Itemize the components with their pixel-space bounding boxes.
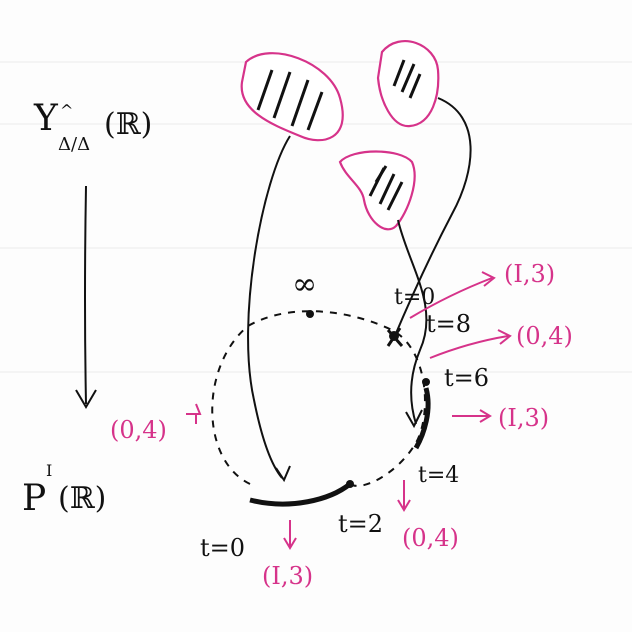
tag-right-mid: (0,4) bbox=[516, 322, 573, 350]
label-top-space-arg: (ℝ) bbox=[104, 107, 152, 142]
pink-arrows bbox=[186, 271, 512, 550]
label-bottom-space-sup: I bbox=[46, 461, 52, 480]
tag-right-low: (I,3) bbox=[498, 404, 549, 432]
paper-lines bbox=[0, 61, 632, 373]
label-t4: t=4 bbox=[418, 463, 459, 488]
label-infinity: ∞ bbox=[292, 267, 317, 302]
label-t6: t=6 bbox=[444, 364, 489, 392]
circle-base bbox=[211, 310, 431, 507]
tag-left: (0,4) bbox=[110, 416, 167, 444]
label-bottom-space: P bbox=[22, 478, 46, 519]
tag-right-top: (I,3) bbox=[504, 260, 555, 288]
blob-left bbox=[240, 52, 344, 142]
pink-labels: (I,3) (0,4) (I,3) (0,4) (0,4) (I,3) bbox=[110, 260, 573, 590]
blob-right bbox=[376, 40, 440, 128]
projection-arrow bbox=[75, 185, 97, 409]
blob-middle bbox=[338, 150, 416, 231]
point-t2 bbox=[346, 480, 354, 488]
label-top-space-sub: Δ/Δ bbox=[58, 134, 90, 155]
tag-t0: (I,3) bbox=[262, 562, 313, 590]
label-bottom-space-arg: (ℝ) bbox=[58, 481, 106, 516]
label-t8: t=8 bbox=[426, 310, 471, 338]
crossing-mark bbox=[386, 327, 404, 347]
label-t2: t=2 bbox=[338, 510, 383, 538]
point-infinity bbox=[306, 310, 314, 318]
tag-t4: (0,4) bbox=[402, 524, 459, 552]
label-top-space-hat: ^ bbox=[60, 101, 73, 120]
ink-labels: Y ^ Δ/Δ (ℝ) P I (ℝ) ∞ t=0 t=2 t=4 t=6 t=… bbox=[22, 98, 489, 562]
label-t0-bottom: t=0 bbox=[200, 534, 245, 562]
point-t6 bbox=[422, 378, 430, 386]
label-top-space: Y bbox=[33, 98, 59, 139]
label-t0-top: t=0 bbox=[394, 285, 435, 310]
blob-paths bbox=[247, 97, 472, 483]
